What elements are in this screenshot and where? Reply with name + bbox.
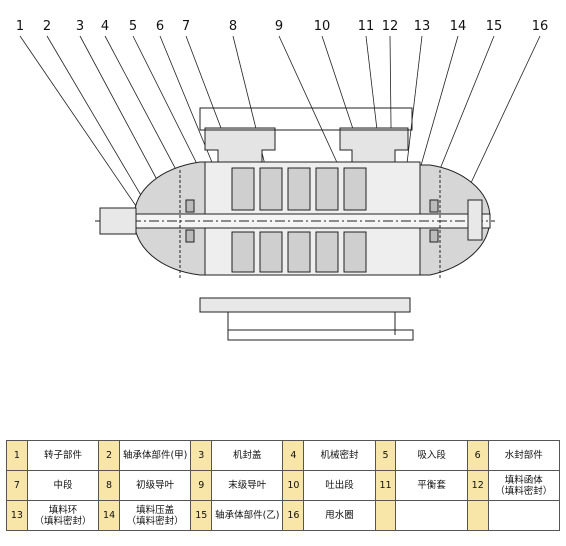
leader-line-8 (232, 35, 271, 186)
legend-part-name: 吸入段 (395, 440, 468, 471)
legend-part-number: 13 (6, 500, 28, 531)
legend-part-name (395, 500, 468, 531)
pump-body (95, 107, 495, 341)
callout-label-1: 1 (16, 19, 24, 34)
legend-part-name: 转子部件 (26, 440, 100, 471)
legend-part-number (466, 500, 489, 531)
legend-part-number: 4 (282, 440, 305, 471)
callout-label-11: 11 (358, 19, 375, 34)
leader-line-1 (19, 35, 137, 207)
callout-label-8: 8 (229, 19, 237, 34)
legend-part-number: 7 (6, 470, 28, 501)
legend-part-number: 12 (466, 470, 489, 501)
legend-part-number: 14 (98, 500, 120, 531)
callout-label-15: 15 (486, 19, 503, 34)
leader-line-3 (79, 35, 171, 205)
callout-label-5: 5 (129, 19, 137, 34)
callout-label-2: 2 (43, 19, 51, 34)
callout-label-7: 7 (182, 19, 190, 34)
legend-part-number: 6 (466, 440, 489, 471)
legend-part-name: 中段 (26, 470, 100, 501)
callout-label-4: 4 (101, 19, 109, 34)
legend-part-name: 轴承体部件(乙) (211, 500, 284, 531)
legend-part-name (487, 500, 561, 531)
callout-label-14: 14 (450, 19, 467, 34)
leader-line-16 (461, 35, 541, 203)
callout-label-6: 6 (156, 19, 164, 34)
legend-part-name: 填料函体（填料密封） (487, 470, 561, 501)
legend-part-name: 甩水圈 (303, 500, 376, 531)
callout-label-13: 13 (414, 19, 431, 34)
leader-line-6 (159, 35, 217, 173)
legend-part-number: 5 (374, 440, 397, 471)
legend-part-name: 末级导叶 (211, 470, 284, 501)
legend-part-number: 16 (282, 500, 305, 531)
legend-part-number: 9 (190, 470, 213, 501)
callout-label-16: 16 (532, 19, 549, 34)
legend-part-number: 3 (190, 440, 213, 471)
leader-line-5 (132, 35, 206, 181)
legend-part-name: 吐出段 (303, 470, 376, 501)
legend-part-name: 轴承体部件(甲) (118, 440, 192, 471)
legend-part-name: 填料压盖（填料密封） (118, 500, 192, 531)
legend-part-number (374, 500, 397, 531)
callout-label-3: 3 (76, 19, 84, 34)
legend-part-number: 2 (98, 440, 120, 471)
legend-part-name: 填料环（填料密封） (26, 500, 100, 531)
legend-part-name: 水封部件 (487, 440, 561, 471)
legend-part-name: 机械密封 (303, 440, 376, 471)
legend-part-name: 平衡套 (395, 470, 468, 501)
leader-line-2 (46, 35, 153, 215)
legend-part-number: 8 (98, 470, 120, 501)
callout-label-12: 12 (382, 19, 399, 34)
base-foot (199, 297, 411, 313)
legend-part-name: 初级导叶 (118, 470, 192, 501)
legend-part-name: 机封盖 (211, 440, 284, 471)
legend-part-number: 1 (6, 440, 28, 471)
callout-label-9: 9 (275, 19, 283, 34)
callout-label-10: 10 (314, 19, 331, 34)
legend-part-number: 10 (282, 470, 305, 501)
top-pipe-frame (199, 107, 413, 131)
legend-part-number: 11 (374, 470, 397, 501)
legend-part-number: 15 (190, 500, 213, 531)
